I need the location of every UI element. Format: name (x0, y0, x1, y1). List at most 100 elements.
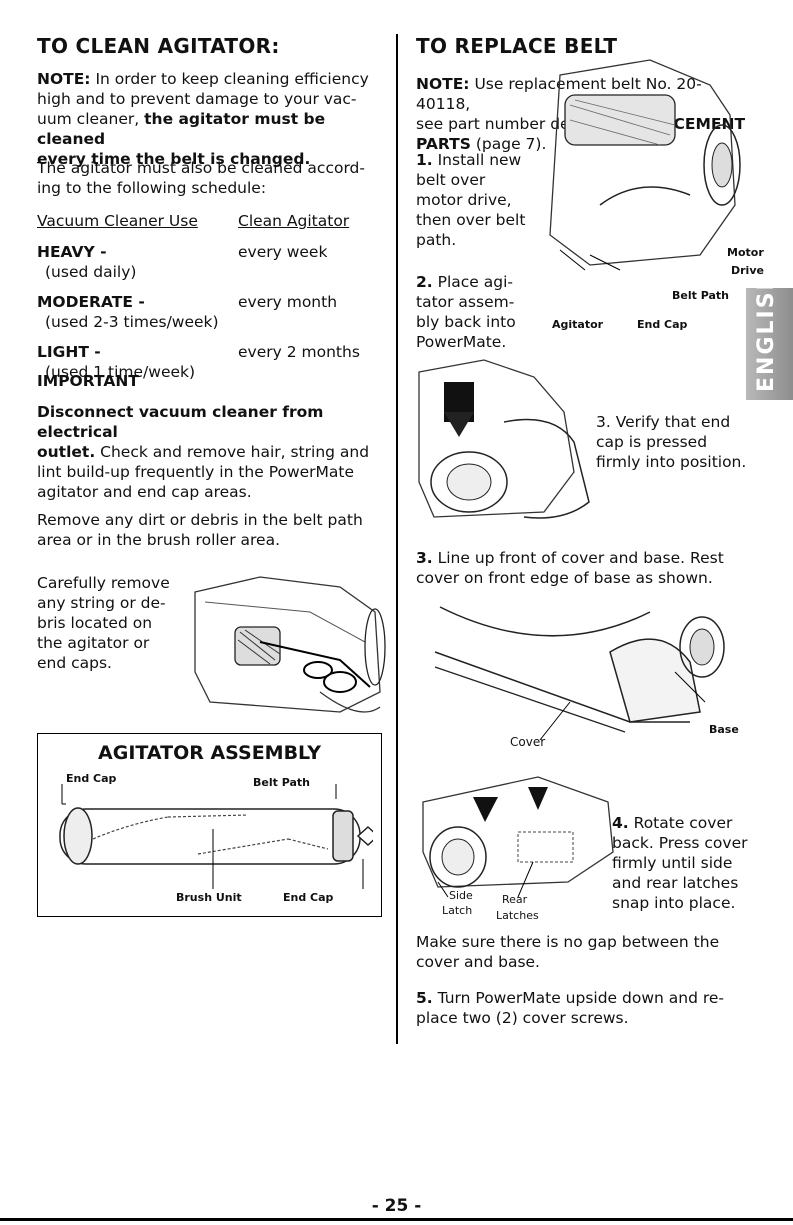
step-text: 3. Verify that end (596, 413, 731, 431)
important-heading: IMPORTANT (37, 372, 139, 390)
schedule-frequency: every 2 months (238, 343, 360, 361)
schedule-level: LIGHT - (37, 343, 101, 361)
note-text: see part number detail in (416, 115, 618, 133)
schedule-row: MODERATE - every month (used 2-3 times/w… (37, 292, 382, 342)
language-tab-label: ENGLISH (754, 270, 779, 392)
careful-line: the agitator or (37, 634, 150, 652)
note-emphasis: the agitator must be cleaned (37, 110, 326, 148)
end-cap-press-illustration (418, 359, 590, 519)
careful-line: Carefully remove (37, 574, 170, 592)
important-line: outlet. (37, 443, 96, 461)
step-text: cover and base. (416, 953, 540, 971)
step-4: 4. Rotate cover back. Press cover firmly… (612, 813, 762, 913)
important-line: Check and remove hair, string and (95, 443, 370, 461)
end-cap-right-label: End Cap (283, 891, 334, 904)
step-3-line-up: 3. Line up front of cover and base. Rest… (416, 548, 746, 588)
schedule-intro-line: ing to the following schedule: (37, 179, 267, 197)
schedule-frequency: every month (238, 293, 338, 311)
step-text: Install new (432, 151, 522, 169)
step-text: then over belt (416, 211, 526, 229)
note-text: high and to prevent damage to your vac- (37, 90, 357, 108)
col-header-clean: Clean Agitator (238, 212, 350, 230)
drive-label: Drive (731, 264, 764, 277)
rear-label: Rear (502, 893, 528, 906)
latches-illustration (422, 776, 614, 898)
step-text: and rear latches (612, 874, 739, 892)
brush-unit-label: Brush Unit (176, 891, 242, 904)
step-text: place two (2) cover screws. (416, 1009, 629, 1027)
step-text: motor drive, (416, 191, 512, 209)
schedule-detail: (used daily) (45, 263, 137, 281)
belt-path-label: Belt Path (672, 289, 729, 302)
step-text: Line up front of cover and base. Rest (432, 549, 724, 567)
step-text: Place agi- (432, 273, 513, 291)
col-header-use: Vacuum Cleaner Use (37, 212, 198, 230)
agitator-assembly-title: AGITATOR ASSEMBLY (98, 742, 321, 764)
important-line: agitator and end cap areas. (37, 483, 252, 501)
step-text: tator assem- (416, 293, 515, 311)
section-title-clean-agitator: TO CLEAN AGITATOR: (37, 34, 280, 58)
base-label: Base (709, 723, 739, 736)
step-number: 4. (612, 814, 629, 832)
note-text: uum cleaner, (37, 110, 145, 128)
schedule-intro: The agitator must also be cleaned accord… (37, 158, 377, 198)
careful-line: end caps. (37, 654, 112, 672)
step-text: snap into place. (612, 894, 736, 912)
page-number: - 25 - (371, 1196, 422, 1216)
step-number: 1. (416, 151, 433, 169)
note-emphasis: PARTS (416, 135, 471, 153)
note-text: In order to keep cleaning efficiency (90, 70, 369, 88)
step-text: Make sure there is no gap between the (416, 933, 720, 951)
remove-debris-text: Remove any dirt or debris in the belt pa… (37, 510, 382, 550)
important-line: Disconnect vacuum cleaner from electrica… (37, 403, 324, 441)
step-3-verify: 3. Verify that end cap is pressed firmly… (596, 412, 766, 472)
step-text: firmly until side (612, 854, 733, 872)
belt-path-label: Belt Path (253, 776, 310, 789)
note-text: (page 7). (470, 135, 547, 153)
schedule-detail: (used 2-3 times/week) (45, 313, 219, 331)
scissors-cleaning-illustration (194, 576, 386, 713)
schedule-row: HEAVY - every week (used daily) (37, 242, 382, 292)
remove-line: area or in the brush roller area. (37, 531, 281, 549)
step-text: back. Press cover (612, 834, 748, 852)
step-number: 3. (416, 549, 433, 567)
step-text: Turn PowerMate upside down and re- (432, 989, 725, 1007)
note-emphasis: every time the belt is changed. (37, 150, 311, 168)
step-text: PowerMate. (416, 333, 507, 351)
careful-line: bris located on (37, 614, 153, 632)
important-text: Disconnect vacuum cleaner from electrica… (37, 402, 382, 502)
side-label: Side (449, 889, 473, 902)
latches-label: Latches (496, 909, 539, 922)
belt-motor-illustration (549, 59, 741, 271)
agitator-assembly-box: AGITATOR ASSEMBLY End Cap Belt Path Brus… (37, 733, 382, 917)
schedule-table: HEAVY - every week (used daily) MODERATE… (37, 242, 382, 392)
clean-agitator-note: NOTE: In order to keep cleaning efficien… (37, 69, 377, 169)
schedule-level: MODERATE - (37, 293, 145, 311)
column-divider (396, 34, 398, 1044)
note-label: NOTE: (37, 70, 91, 88)
step-text: Rotate cover (628, 814, 733, 832)
cover-label: Cover (510, 735, 546, 749)
remove-line: Remove any dirt or debris in the belt pa… (37, 511, 363, 529)
replace-belt-note: NOTE: Use replacement belt No. 20-40118,… (416, 74, 746, 154)
step-text: path. (416, 231, 457, 249)
end-cap-left-label: End Cap (66, 772, 117, 785)
step-text: cap is pressed (596, 433, 708, 451)
schedule-intro-line: The agitator must also be cleaned accord… (37, 159, 365, 177)
step-text: belt over (416, 171, 486, 189)
note-text: Use replacement belt No. 20-40118, (416, 75, 702, 113)
important-line: lint build-up frequently in the PowerMat… (37, 463, 355, 481)
cover-base-illustration (434, 606, 725, 741)
motor-label: Motor (727, 246, 764, 259)
end-cap-label: End Cap (637, 318, 688, 331)
agitator-diagram (59, 784, 373, 889)
careful-line: any string or de- (37, 594, 166, 612)
step-2: 2. Place agi- tator assem- bly back into… (416, 272, 536, 352)
schedule-row: LIGHT - every 2 months (used 1 time/week… (37, 342, 382, 392)
step-number: 5. (416, 989, 433, 1007)
note-label: NOTE: (416, 75, 470, 93)
agitator-label: Agitator (552, 318, 604, 331)
schedule-level: HEAVY - (37, 243, 107, 261)
careful-text: Carefully remove any string or de- bris … (37, 573, 197, 673)
no-gap-text: Make sure there is no gap between the co… (416, 932, 746, 972)
